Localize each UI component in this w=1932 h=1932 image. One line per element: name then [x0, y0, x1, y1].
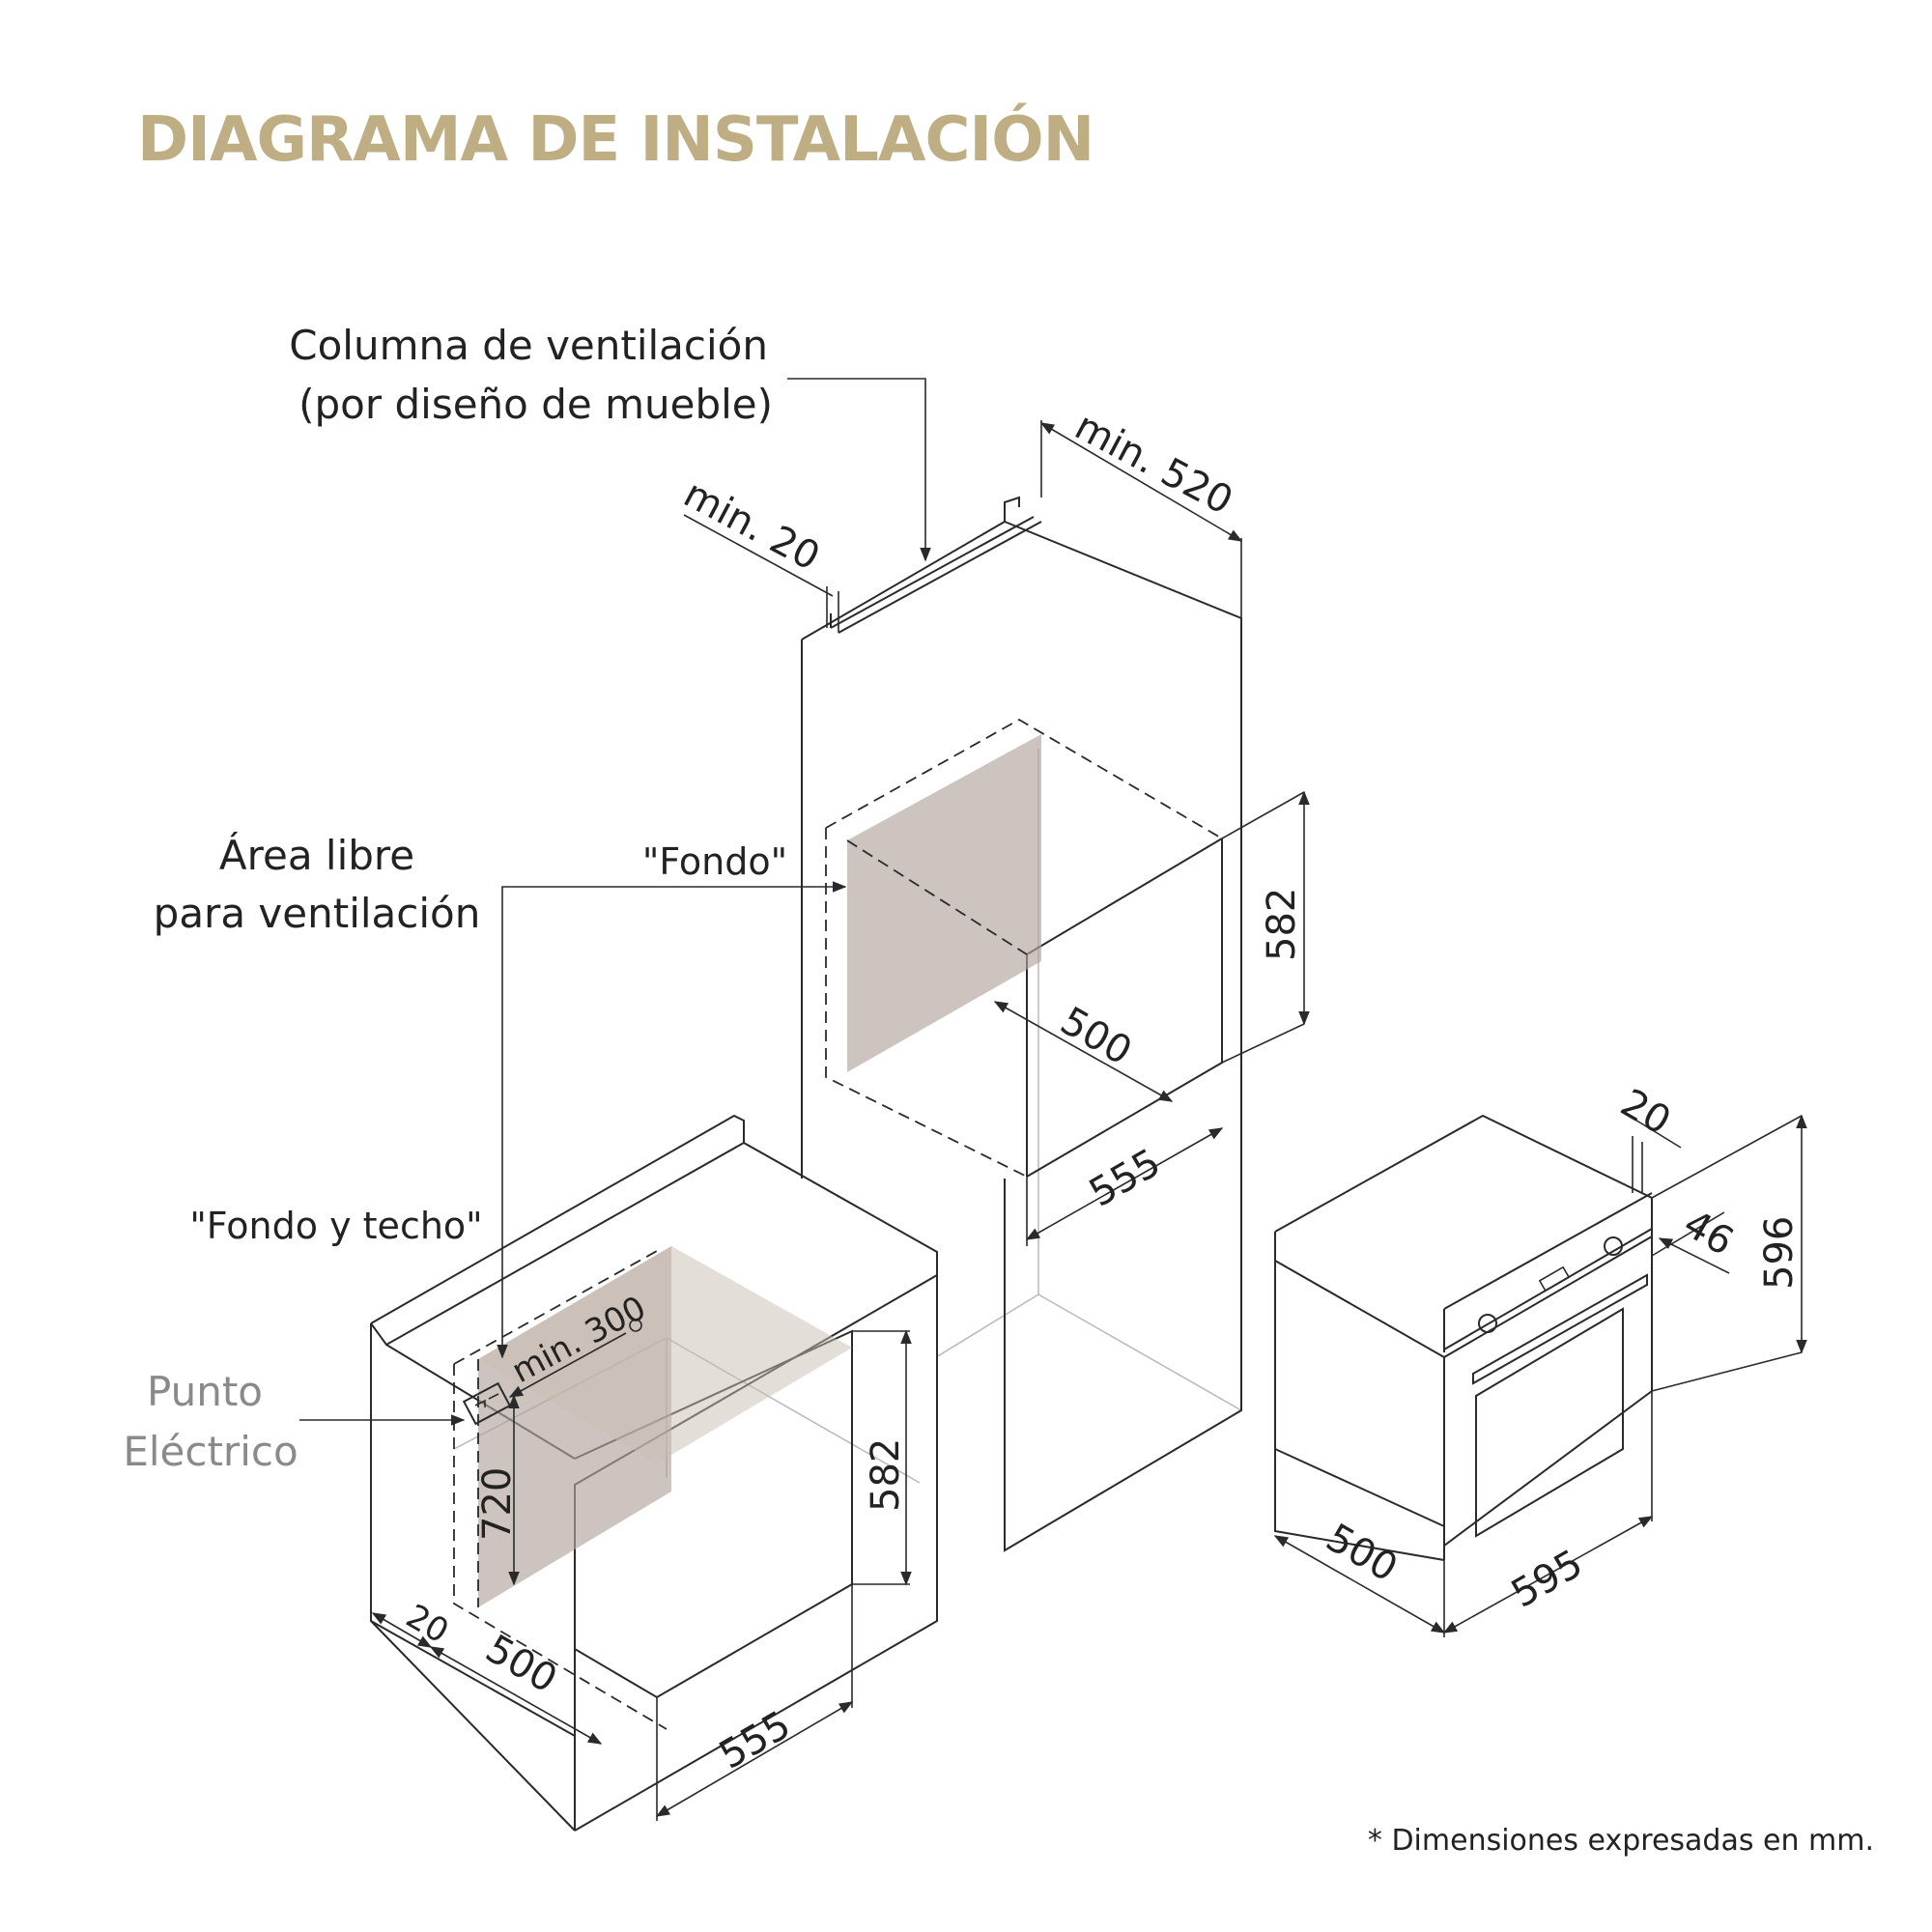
dim-base-720: 720 [475, 1467, 520, 1541]
oven-appliance [1274, 1114, 1653, 1561]
free-area-label-line2: para ventilación [154, 890, 481, 937]
dim-tall-min20: min. 20 [676, 471, 827, 580]
dim-oven-596: 596 [1757, 1216, 1802, 1290]
dim-tall-min520: min. 520 [1067, 404, 1239, 524]
punto-electrico-label-line1: Punto [147, 1368, 263, 1415]
fondo-label: "Fondo" [642, 840, 787, 883]
dimension-lines [299, 378, 1807, 1821]
dim-base-20: 20 [400, 1597, 455, 1651]
dim-tall-500: 500 [1053, 999, 1139, 1074]
dim-oven-595: 595 [1504, 1542, 1590, 1617]
dim-base-582: 582 [864, 1438, 908, 1512]
ventilation-column-label-line1: Columna de ventilación [289, 322, 768, 369]
dim-oven-20: 20 [1613, 1081, 1678, 1144]
dim-base-500: 500 [478, 1627, 564, 1702]
dim-oven-500: 500 [1319, 1516, 1405, 1591]
ventilation-column-label-line2: (por diseño de mueble) [298, 381, 773, 428]
dim-oven-46: 46 [1676, 1202, 1741, 1264]
tall-column-cabinet [801, 496, 1242, 1552]
dim-base-555: 555 [712, 1703, 798, 1778]
free-area-label-line1: Área libre [219, 831, 414, 879]
footnote: * Dimensiones expresadas en mm. [1368, 1824, 1874, 1858]
page-title: DIAGRAMA DE INSTALACIÓN [137, 104, 1094, 176]
dim-tall-555: 555 [1082, 1141, 1168, 1216]
dim-tall-582: 582 [1260, 888, 1304, 961]
fondo-techo-label: "Fondo y techo" [189, 1205, 482, 1247]
punto-electrico-label-line2: Eléctrico [123, 1428, 298, 1475]
